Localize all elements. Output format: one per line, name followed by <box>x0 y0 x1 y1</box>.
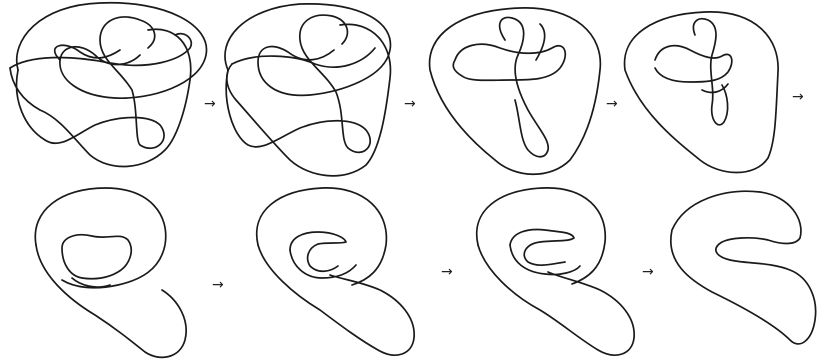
knot-step-2 <box>225 4 390 176</box>
knot-strand <box>36 245 186 357</box>
knot-strand <box>17 17 165 148</box>
knot-step-7 <box>477 188 634 355</box>
knot-step-1 <box>10 3 207 167</box>
knot-step-4 <box>625 12 779 173</box>
arrow-5: → <box>212 277 224 293</box>
knot-strand <box>290 250 356 278</box>
arrow-1: → <box>204 96 216 112</box>
knot-strand <box>227 24 391 175</box>
knot-strand <box>510 245 580 275</box>
knot-strand <box>430 8 601 174</box>
knot-strand <box>625 12 779 173</box>
knot-step-6 <box>257 188 414 355</box>
knot-strand <box>226 15 370 152</box>
arrow-3: → <box>606 96 618 112</box>
knot-strand <box>693 19 727 125</box>
knot-strand <box>258 245 414 355</box>
arrow-4: → <box>792 89 804 105</box>
knot-strand <box>290 232 346 271</box>
arrow-6: → <box>441 264 453 280</box>
knot-strand <box>655 46 732 82</box>
arrow-7: → <box>642 264 654 280</box>
knot-step-5 <box>35 188 186 357</box>
knot-strand <box>10 29 191 166</box>
knot-strand <box>500 17 549 156</box>
knot-step-3 <box>430 8 601 174</box>
knot-strand <box>536 24 545 60</box>
knot-strand <box>62 235 131 279</box>
knot-strand <box>477 188 606 284</box>
arrow-2: → <box>404 96 416 112</box>
knot-strand <box>671 191 816 344</box>
knot-strand <box>225 4 390 96</box>
knot-step-8 <box>671 191 816 344</box>
knot-strand <box>17 3 207 98</box>
knot-strand <box>510 230 574 266</box>
knot-strand <box>478 245 634 355</box>
knot-strand <box>453 44 565 80</box>
